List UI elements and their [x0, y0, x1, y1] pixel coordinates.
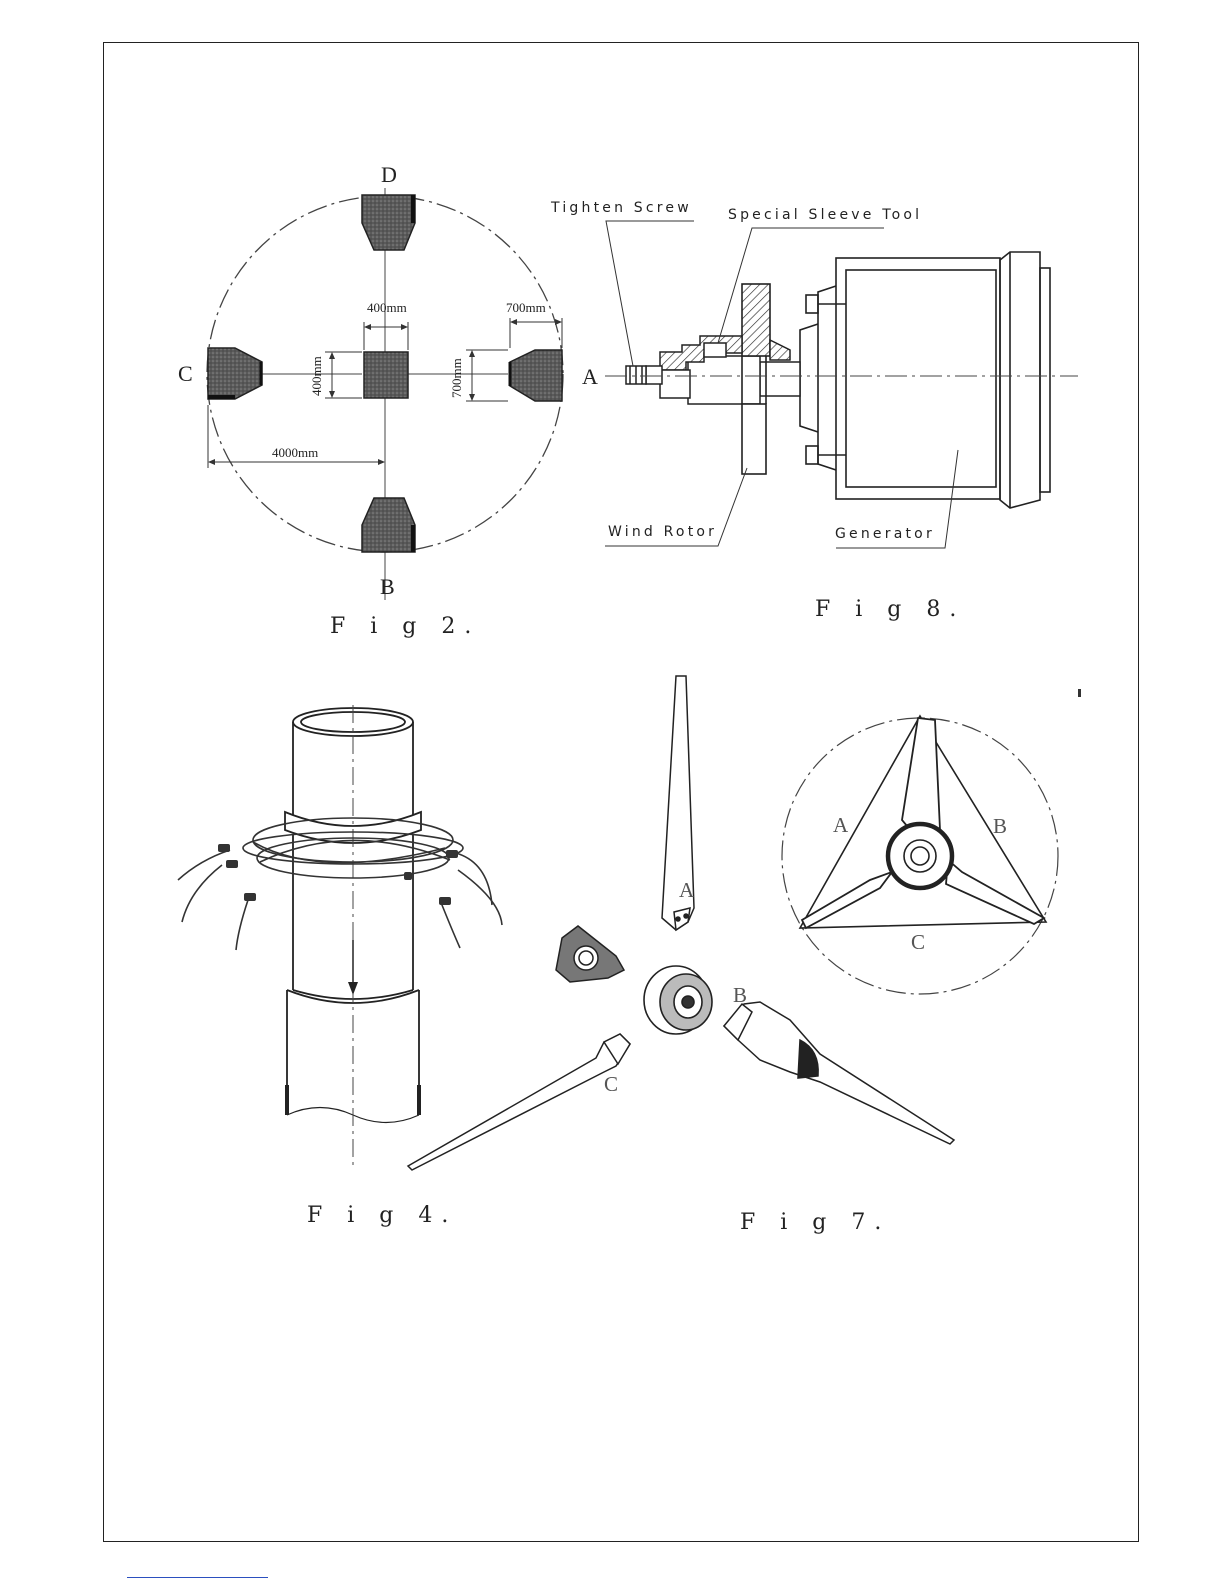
fig7-diagram: [0, 0, 1100, 1200]
fig7-blade-label-b: B: [733, 983, 747, 1008]
footer-link-underline: [127, 1577, 268, 1578]
fig7-circle-label-c: C: [911, 930, 925, 955]
fig7-circle-label-b: B: [993, 814, 1007, 839]
fig7-blade-c: [408, 1034, 630, 1170]
fig7-mark: [1078, 689, 1081, 697]
fig7-blade-label-c: C: [604, 1072, 618, 1097]
fig7-hub: [644, 966, 712, 1034]
fig4-caption: F i g 4.: [307, 1203, 457, 1228]
fig7-hub-plate: [556, 926, 624, 982]
fig7-circle-label-a: A: [833, 813, 848, 838]
fig7-caption: F i g 7.: [740, 1210, 890, 1235]
fig7-blade-b: [724, 1002, 954, 1144]
fig7-blade-label-a: A: [679, 878, 694, 903]
fig7-svg: [0, 0, 1100, 1200]
